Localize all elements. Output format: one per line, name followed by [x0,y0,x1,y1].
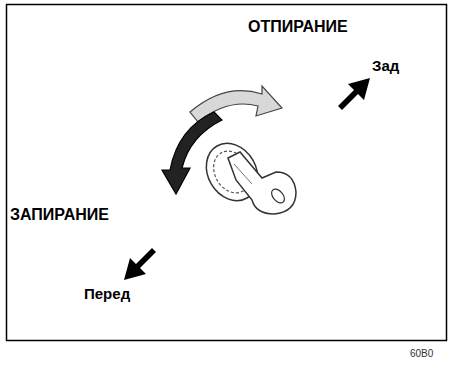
direction-label: ЗАПИРАНИЕ [10,206,109,224]
key-hole [269,187,287,206]
direction-label: Перед [84,286,130,303]
figure-number: 60B0 [410,348,433,359]
front-arrow [124,248,156,280]
key-blade-groove [234,164,252,184]
key [228,152,296,214]
unlock-arrow [190,86,282,122]
frame [7,5,447,341]
rear-arrow [338,78,370,110]
direction-label: Зад [372,58,399,75]
direction-label: ОТПИРАНИЕ [248,18,348,36]
